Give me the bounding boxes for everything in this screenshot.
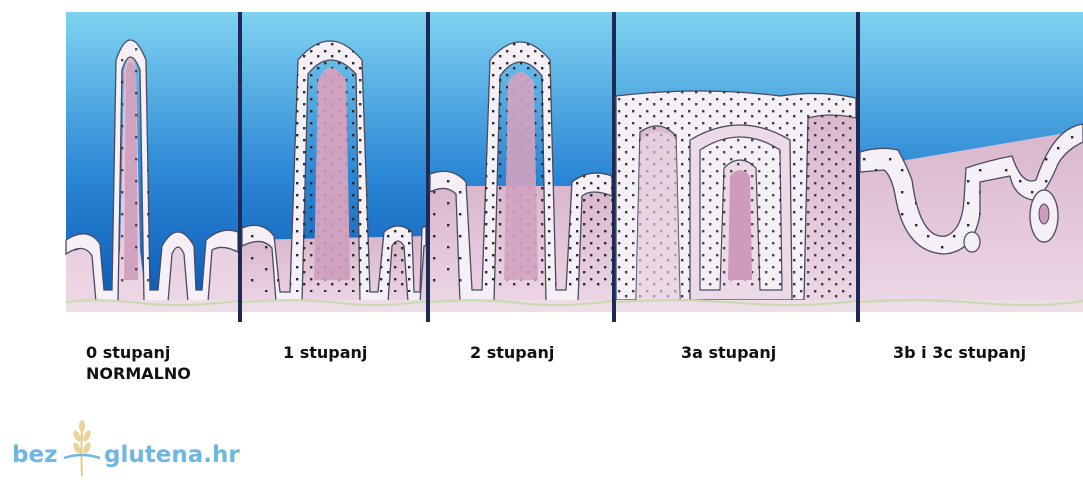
stage-0-label: 0 stupanj — [86, 342, 191, 363]
stage-1-panel — [242, 12, 426, 312]
stage-3b-3c-label: 3b i 3c stupanj — [893, 342, 1026, 363]
stage-3a-label: 3a stupanj — [681, 342, 776, 363]
stage-0-sublabel: NORMALNO — [86, 363, 191, 384]
stage-3a-caption: 3a stupanj — [681, 342, 776, 363]
stage-3b-3c-caption: 3b i 3c stupanj — [893, 342, 1026, 363]
stage-2-caption: 2 stupanj — [470, 342, 554, 363]
stage-1-label: 1 stupanj — [283, 342, 367, 363]
wheat-icon — [62, 418, 102, 478]
logo-text-left: bez — [12, 442, 57, 468]
stage-0-caption: 0 stupanj NORMALNO — [86, 342, 191, 384]
site-logo: bez glutena.hr — [12, 418, 332, 478]
villi-illustration — [0, 0, 1083, 330]
stage-2-panel — [430, 12, 612, 312]
logo-text-right: glutena.hr — [104, 442, 240, 468]
stage-2-label: 2 stupanj — [470, 342, 554, 363]
stage-0-panel — [66, 12, 238, 312]
panel-divider — [426, 12, 430, 322]
panel-divider — [238, 12, 242, 322]
stage-3b-3c-panel — [860, 12, 1083, 312]
stage-1-caption: 1 stupanj — [283, 342, 367, 363]
stage-3a-panel — [616, 12, 856, 312]
